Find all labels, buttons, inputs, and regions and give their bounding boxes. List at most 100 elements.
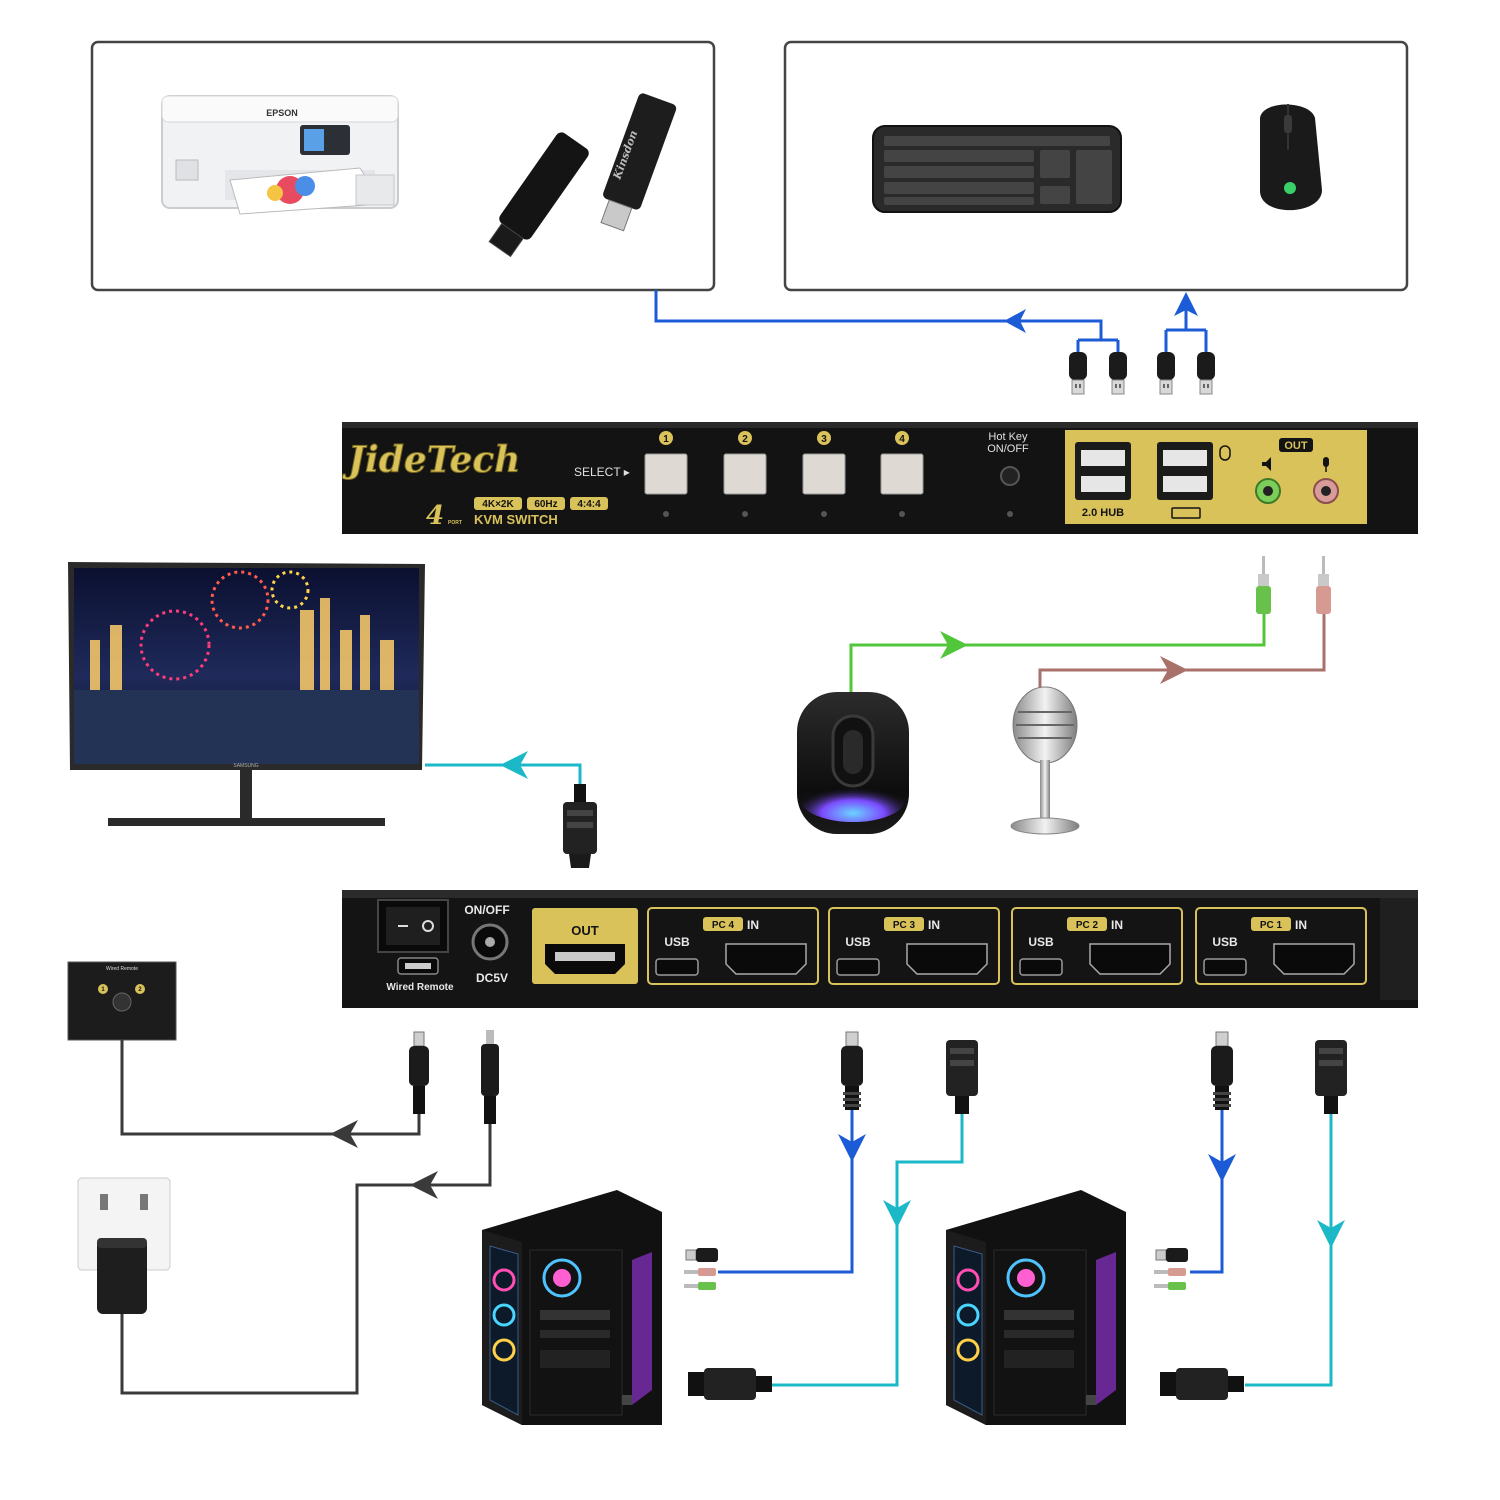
microphone-icon [1010,686,1080,835]
pc1-hdmi-arrow [1317,1220,1345,1248]
badge-chroma: 4:4:4 [577,499,601,510]
select-button-1[interactable] [644,453,688,495]
pc-hdmi-ports[interactable] [725,943,1355,975]
badge-resolution: 4K×2K [482,499,514,510]
remote-and-power-lines [120,1040,492,1395]
monitor-icon [68,562,425,826]
speaker-icon [797,692,909,834]
usb-plug-icon [1196,351,1216,395]
out-badge [1279,438,1313,452]
mic-arrow [1160,656,1188,684]
usb-connection-lines-top [654,290,1208,352]
pc1-in-label: IN [1295,918,1307,932]
pc4-label: PC 4 [712,920,735,931]
usb-plug-icon [1156,351,1176,395]
pc3-usb-line [718,1110,854,1274]
pc3-usb-label: USB [845,935,871,949]
speaker-small-icon [1262,457,1271,471]
pc-tower-icon [944,1188,1128,1427]
speaker-connection-line [849,614,1266,692]
pc3-port-group [828,907,1000,985]
mic-connection-line [1038,614,1326,705]
mouse-port-icon [1219,445,1231,461]
remote-button-1: 1 [101,987,105,993]
pc4-usb-label: USB [664,935,690,949]
pc3-cable-ends [684,1248,772,1400]
power-switch[interactable] [377,899,449,953]
pc1-usb-arrow [1208,1154,1236,1182]
micro-usb-plug-icon [409,1031,429,1114]
wired-remote-label: Wired Remote [386,982,454,993]
pc4-port-group [647,907,819,985]
hdmi-monitor-line [425,763,582,784]
usb-hub-ports [1075,442,1213,500]
power-arrow [410,1171,438,1199]
badges [474,497,608,510]
pc1-cable-ends [1154,1248,1244,1400]
remote-arrow [330,1120,358,1148]
pc3-hdmi-line [772,1114,964,1387]
pc1-port-group [1195,907,1367,985]
hotkey-label-line2: ON/OFF [987,443,1029,455]
hdmi-monitor-arrow [500,751,528,779]
badge-refresh: 60Hz [534,499,557,510]
pc1-usb-line [1190,1110,1224,1274]
remote-button-2: 2 [138,987,142,993]
mic-small-icon [1323,457,1329,472]
select-button-4[interactable] [880,453,924,495]
usb-plug-icon [1108,351,1128,395]
front-out-label: OUT [1284,440,1308,452]
pc2-port-group [1011,907,1183,985]
port-number-4: 4 [899,434,905,445]
port-count: 4 [426,501,444,531]
port-number-1: 1 [663,434,669,445]
hdmi-plug-icon [946,1040,978,1114]
dc-label: DC5V [476,971,508,985]
wired-remote-port[interactable] [397,957,439,975]
select-button-3[interactable] [802,453,846,495]
keyboard-port-icon [1171,507,1201,519]
printer-brand: EPSON [266,108,298,118]
brand-logo: JideTech [342,439,520,481]
mic-in-jack-hole [1321,486,1331,496]
monitor-brand: SAMSUNG [233,763,258,769]
audio-plug-pink-icon [1316,556,1331,614]
select-label: SELECT ▸ [574,465,630,479]
arrow-to-storage [1004,309,1026,333]
audio-plug-green-icon [1256,556,1271,614]
select-button-2[interactable] [723,453,767,495]
power-adapter-icon [97,1238,147,1314]
printer-icon [161,95,399,215]
back-out-label: OUT [571,923,599,938]
keyboard-icon [872,125,1122,213]
pc1-hdmi-line [1245,1114,1333,1387]
port-leds [663,511,1013,517]
port-word: PORT [448,520,462,526]
micro-usb-plug-icon [840,1031,864,1111]
pc3-label: PC 3 [893,920,916,931]
hub-label: 2.0 HUB [1082,507,1124,519]
hotkey-button[interactable] [1000,466,1020,486]
port-number-2: 2 [742,434,748,445]
mouse-icon [1260,104,1322,211]
dc-power-jack[interactable] [471,923,509,961]
pc4-in-label: IN [747,918,759,932]
hdmi-plug-icon [563,784,597,868]
hdmi-out-port[interactable] [545,944,625,974]
power-switch-label: ON/OFF [464,903,509,917]
dc-barrel-plug-icon [481,1030,499,1124]
pc-usb-ports[interactable] [655,958,1247,976]
speaker-arrow [940,631,968,659]
product-name: KVM SWITCH [474,512,558,527]
usb-plug-icon [1068,351,1088,395]
remote-title: Wired Remote [106,966,138,972]
port-number-3: 3 [821,434,827,445]
micro-usb-plug-icon [1210,1031,1234,1111]
pc2-usb-label: USB [1028,935,1054,949]
pc1-usb-label: USB [1212,935,1238,949]
pc3-usb-arrow [838,1134,866,1162]
usb-flash-drive-icon [488,93,677,258]
pc2-label: PC 2 [1076,920,1099,931]
pc3-in-label: IN [928,918,940,932]
